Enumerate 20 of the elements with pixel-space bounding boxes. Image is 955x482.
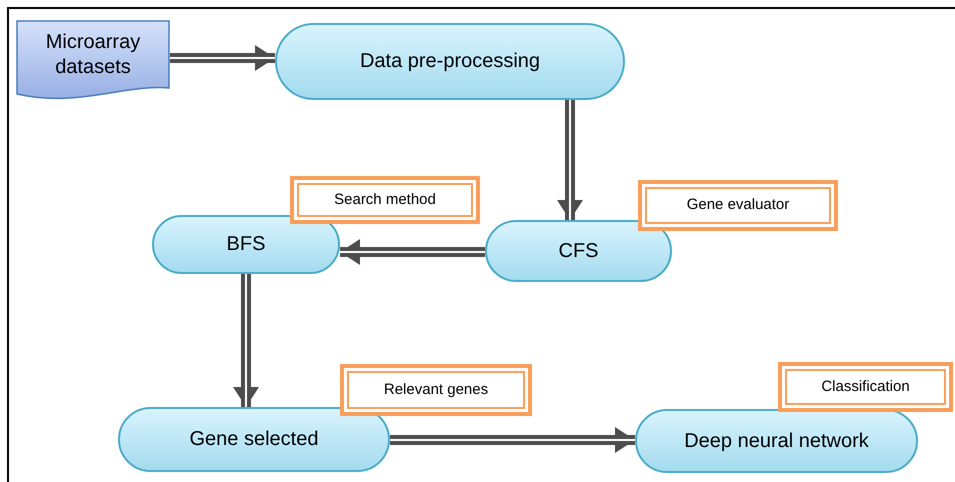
- arrow: [340, 239, 485, 265]
- node-label: Deep neural network: [684, 428, 869, 454]
- arrow: [557, 100, 583, 220]
- note-box: [340, 364, 532, 416]
- node-label: CFS: [558, 238, 598, 264]
- node-label: Search method: [334, 190, 436, 210]
- note-box: [290, 176, 480, 224]
- arrow: [233, 274, 259, 407]
- node-label: Data pre-processing: [360, 49, 540, 74]
- note-box: [778, 362, 953, 412]
- node-label: Classification: [821, 378, 910, 396]
- node-label: Relevant genes: [384, 380, 488, 400]
- node-label: Gene evaluator: [686, 196, 790, 215]
- node-label: BFS: [226, 232, 266, 257]
- document-shape: [16, 20, 170, 100]
- arrow: [390, 427, 635, 453]
- node-label: Microarray datasets: [44, 30, 142, 80]
- arrow: [170, 45, 275, 71]
- note-box: [638, 180, 838, 231]
- node-label: Gene selected: [190, 427, 318, 452]
